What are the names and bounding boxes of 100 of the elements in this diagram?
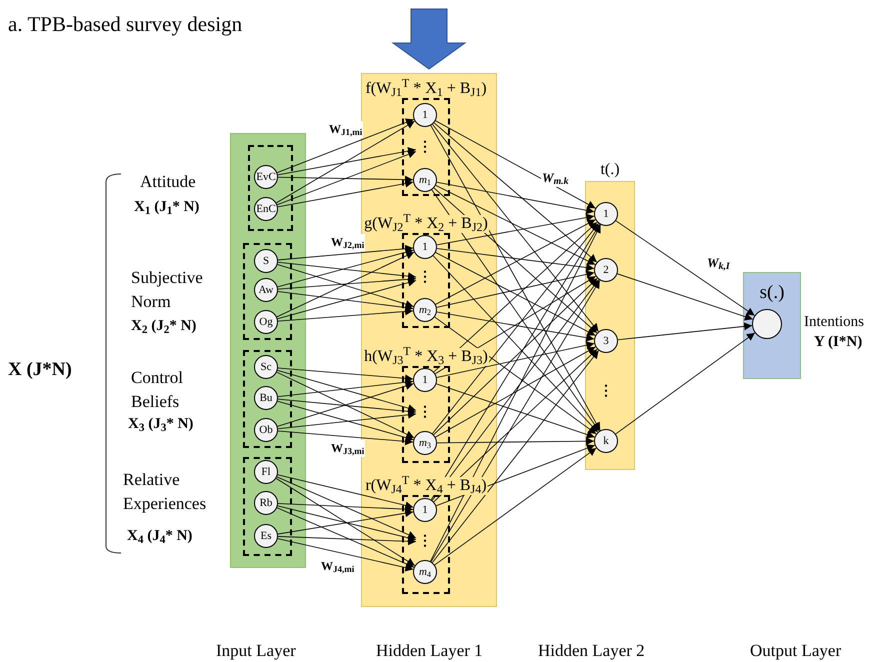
text-label: X (J*N) <box>8 358 73 382</box>
arrow <box>430 125 601 431</box>
dashed-group-box <box>243 243 292 340</box>
arrow <box>436 182 595 214</box>
dashed-group-box <box>248 145 293 231</box>
arrow <box>430 224 600 500</box>
arrow <box>277 505 416 542</box>
text-label: Attitude <box>140 171 197 193</box>
text-label: Hidden Layer 2 <box>538 640 646 662</box>
arrow <box>277 538 414 572</box>
text-label: Relative Experiences <box>123 469 208 515</box>
arrow <box>434 276 596 374</box>
arrow <box>436 270 595 308</box>
arrow <box>278 275 416 290</box>
arrow <box>277 264 414 308</box>
arrow <box>278 398 416 416</box>
text-label: Subjective Norm <box>131 267 204 313</box>
arrow <box>434 122 598 263</box>
arrow <box>433 222 598 372</box>
arrow <box>277 382 414 427</box>
arrow <box>278 244 414 260</box>
arrow <box>277 370 416 412</box>
dashed-group-box <box>243 350 292 448</box>
arrow <box>277 180 414 208</box>
text-label: W$_{J2,mi}$ <box>330 234 366 251</box>
arrow <box>276 120 416 204</box>
arrow <box>432 223 599 434</box>
arrow <box>435 346 596 438</box>
arrow <box>276 476 416 538</box>
arrow <box>436 383 596 438</box>
arrow <box>436 444 596 506</box>
arrow <box>435 219 596 305</box>
vertical-ellipsis: ⋮ <box>416 402 434 424</box>
arrow <box>278 410 416 430</box>
arrow <box>616 273 754 320</box>
arrow <box>432 350 599 563</box>
arrow <box>277 278 416 320</box>
arrow <box>436 248 594 272</box>
arrow <box>277 248 414 288</box>
arrow <box>431 189 600 432</box>
arrow <box>434 188 598 334</box>
arrow <box>276 372 415 438</box>
output-label: Intentions <box>804 315 864 330</box>
arrow <box>433 348 598 502</box>
arrow <box>278 262 416 280</box>
arrow <box>278 503 414 514</box>
vertical-ellipsis: ⋮ <box>416 531 434 553</box>
arrow <box>278 176 414 184</box>
text-label: Input Layer <box>216 640 297 662</box>
arrow <box>278 430 414 446</box>
arrow <box>276 507 414 568</box>
function-label: t(.) <box>600 162 620 178</box>
text-label: W$_{J3,mi}$ <box>330 440 366 457</box>
arrow <box>276 252 415 318</box>
text-label: X$_{1}$ (J$_{1}$* N) <box>134 198 200 218</box>
arrow <box>276 478 416 566</box>
function-label: r(W$_{J4}$$^{T}$ * X$_{4}$ + B$_{J4}$) <box>364 477 488 495</box>
arrow <box>435 184 596 266</box>
arrow <box>615 332 756 434</box>
input-layer-panel <box>230 133 306 568</box>
arrow <box>616 220 756 316</box>
vertical-ellipsis: ⋮ <box>416 137 434 159</box>
arrow <box>436 214 595 246</box>
arrow <box>277 147 416 176</box>
function-label: h(W$_{J3}$$^{T}$ * X$_{3}$ + B$_{J3}$) <box>363 348 489 366</box>
arrow <box>430 280 600 562</box>
function-label: g(W$_{J2}$$^{T}$ * X$_{2}$ + B$_{J2}$) <box>363 215 489 233</box>
arrow <box>435 252 596 336</box>
arrow <box>430 224 601 562</box>
text-label: Hidden Layer 1 <box>376 640 484 662</box>
arrow <box>277 400 414 442</box>
arrow <box>278 378 414 398</box>
text-label: X$_{2}$ (J$_{2}$* N) <box>131 317 198 337</box>
text-label: W$_{J1,mi}$ <box>328 121 364 138</box>
arrow <box>276 118 414 174</box>
arrow <box>436 341 595 378</box>
text-label: X$_{3}$ (J$_{3}$* N) <box>128 415 194 435</box>
arrow <box>436 437 594 446</box>
arrow <box>278 368 414 382</box>
arrow <box>434 448 597 566</box>
arrow <box>278 536 416 546</box>
function-label: s(.) <box>760 283 784 302</box>
arrow <box>277 509 414 534</box>
title: a. TPB-based survey design <box>8 14 242 35</box>
text-label: Control Beliefs <box>131 367 184 413</box>
arrow <box>432 279 600 501</box>
arrow <box>618 322 752 340</box>
arrow <box>435 120 596 209</box>
text-label: X$_{4}$ (J$_{4}$* N) <box>127 527 194 547</box>
text-label: Output Layer <box>750 640 842 662</box>
arrow <box>434 316 597 434</box>
dashed-group-box <box>243 457 292 556</box>
arrow <box>432 124 599 332</box>
function-label: f(W$_{J1}$$^{T}$ * X$_{1}$ + B$_{J1}$) <box>364 80 488 98</box>
arrow <box>278 291 414 312</box>
arrow <box>277 474 414 510</box>
vertical-ellipsis: ⋮ <box>416 267 434 289</box>
arrow <box>436 312 595 342</box>
arrow <box>278 308 414 322</box>
vertical-ellipsis: ⋮ <box>597 381 615 403</box>
